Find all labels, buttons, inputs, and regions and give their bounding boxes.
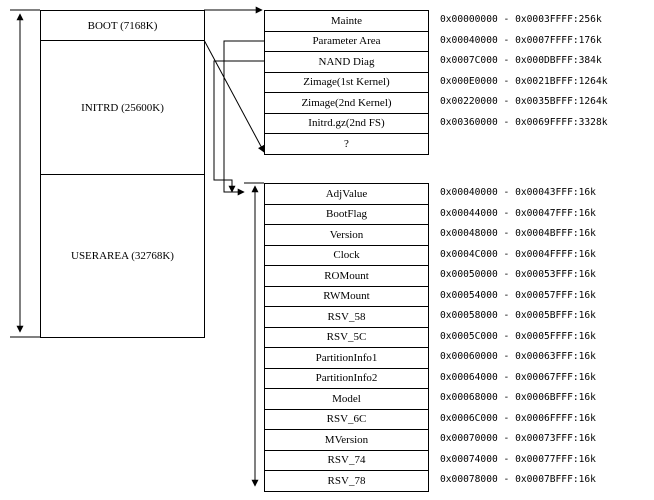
boot_map-row: Parameter Area <box>264 30 429 52</box>
param_map-row: MVersion <box>264 429 429 451</box>
boot-region-label: BOOT (7168K) <box>87 19 158 32</box>
param_map-row-range: 0x00070000 - 0x00073FFF:16k <box>440 433 596 444</box>
param_map-row-range: 0x00044000 - 0x00047FFF:16k <box>440 207 596 219</box>
param_map-row-label: RWMount <box>323 290 370 303</box>
param_map-row: ROMount <box>264 265 429 287</box>
param_map-row-label: Version <box>329 228 364 241</box>
param_map-row: BootFlag <box>264 203 429 225</box>
param_map-row-range: 0x00048000 - 0x0004BFFF:16k <box>440 228 596 239</box>
param_map-row-range: 0x00040000 - 0x00043FFF:16k <box>440 187 596 198</box>
param_map-row-range: 0x00074000 - 0x00077FFF:16k <box>440 453 596 465</box>
boot-region: BOOT (7168K) <box>40 10 205 41</box>
param_map-row-label: PartitionInfo1 <box>315 351 378 364</box>
param_map-row-label: Model <box>332 392 361 405</box>
param_map-row: RSV_74 <box>264 449 429 471</box>
boot_map-row: ? <box>264 133 429 155</box>
param_map-row: RSV_78 <box>264 470 429 492</box>
param_map-row-range: 0x0006C000 - 0x0006FFFF:16k <box>440 412 596 424</box>
param_map-row-range: 0x00060000 - 0x00063FFF:16k <box>440 351 596 362</box>
userarea-region: USERAREA (32768K) <box>40 174 205 338</box>
param_map-row: RSV_58 <box>264 306 429 328</box>
param_map-row: Clock <box>264 244 429 266</box>
param_map-row: RWMount <box>264 285 429 307</box>
param_map-row-range: 0x00058000 - 0x0005BFFF:16k <box>440 310 596 321</box>
userarea-region-label: USERAREA (32768K) <box>71 250 174 262</box>
param-top-connector <box>223 40 264 196</box>
param-bottom-connector <box>213 60 264 193</box>
boot-bottom-connector <box>203 39 265 153</box>
boot_map-row-label: Mainte <box>330 14 363 27</box>
param_map-row-label: RSV_74 <box>327 454 366 467</box>
param_map-row-label: RSV_6C <box>326 413 367 426</box>
boot_map-row-range: 0x0007C000 - 0x000DBFFF:384k <box>440 55 602 66</box>
param_map-row: PartitionInfo1 <box>264 347 429 369</box>
param_map-row: RSV_6C <box>264 408 429 430</box>
param_map-row: PartitionInfo2 <box>264 367 429 389</box>
param_map-row-range: 0x00078000 - 0x0007BFFF:16k <box>440 474 596 485</box>
param_map-row-label: Clock <box>333 249 360 262</box>
boot_map-row-label: NAND Diag <box>318 55 375 68</box>
param_map-row: RSV_5C <box>264 326 429 348</box>
param_map-row: Model <box>264 388 429 410</box>
boot_map-row-label: ? <box>344 137 349 150</box>
boot_map-row-range: 0x00360000 - 0x0069FFFF:3328k <box>440 116 608 128</box>
param_map-row-range: 0x00050000 - 0x00053FFF:16k <box>440 269 596 280</box>
param_map-row-range: 0x00064000 - 0x00067FFF:16k <box>440 371 596 383</box>
initrd-region-label: INITRD (25600K) <box>81 101 164 114</box>
boot_map-row-label: Zimage(1st Kernel) <box>303 76 390 89</box>
initrd-region: INITRD (25600K) <box>40 40 205 175</box>
param_map-row-label: ROMount <box>324 269 369 282</box>
boot_map-row: Initrd.gz(2nd FS) <box>264 112 429 134</box>
param_map-row-label: RSV_78 <box>327 474 366 487</box>
boot_map-row-label: Zimage(2nd Kernel) <box>301 96 392 109</box>
boot_map-row: Mainte <box>264 10 429 32</box>
param_map-row-range: 0x0004C000 - 0x0004FFFF:16k <box>440 248 596 260</box>
param_map-row: Version <box>264 224 429 246</box>
param_map-row-range: 0x00068000 - 0x0006BFFF:16k <box>440 392 596 403</box>
boot_map-row: NAND Diag <box>264 51 429 73</box>
param_map-row-label: PartitionInfo2 <box>315 372 378 385</box>
param_map-row-label: MVersion <box>324 433 369 446</box>
param_map-row-label: RSV_5C <box>326 331 367 344</box>
boot_map-row-range: 0x00000000 - 0x0003FFFF:256k <box>440 14 602 25</box>
param_map-row-label: BootFlag <box>326 208 367 221</box>
param_map-row-label: AdjValue <box>325 187 368 200</box>
param_map-row-range: 0x00054000 - 0x00057FFF:16k <box>440 289 596 301</box>
boot_map-row-range: 0x00220000 - 0x0035BFFF:1264k <box>440 96 608 107</box>
boot_map-row-range: 0x00040000 - 0x0007FFFF:176k <box>440 34 602 46</box>
boot_map-row-label: Parameter Area <box>312 35 381 48</box>
boot_map-row: Zimage(2nd Kernel) <box>264 92 429 114</box>
param_map-row: AdjValue <box>264 183 429 205</box>
boot_map-row-label: Initrd.gz(2nd FS) <box>308 117 385 130</box>
boot_map-row-range: 0x000E0000 - 0x0021BFFF:1264k <box>440 75 608 87</box>
boot_map-row: Zimage(1st Kernel) <box>264 71 429 93</box>
param_map-row-label: RSV_58 <box>327 310 366 323</box>
param_map-row-range: 0x0005C000 - 0x0005FFFF:16k <box>440 330 596 342</box>
